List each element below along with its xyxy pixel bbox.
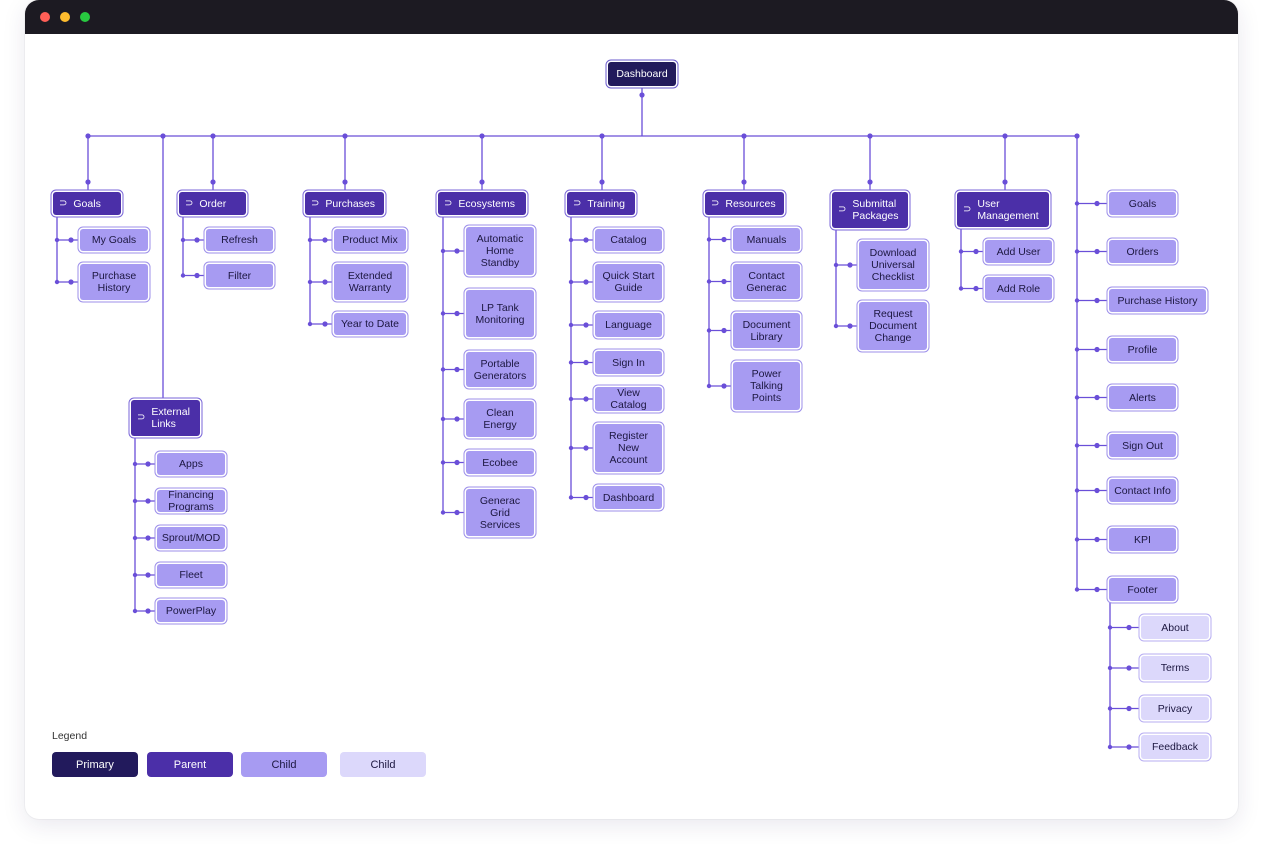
child-product-mix[interactable]: Product Mix [334, 229, 406, 251]
page-icon: ⊃ [838, 204, 847, 215]
right-child-purchase-history[interactable]: Purchase History [1109, 289, 1206, 312]
right-child-contact-info[interactable]: Contact Info [1109, 479, 1176, 502]
close-dot-icon[interactable] [40, 12, 50, 22]
node-label: Training [587, 197, 625, 210]
child-request-document-change[interactable]: Request Document Change [859, 302, 927, 350]
footer-about[interactable]: About [1141, 616, 1209, 639]
page-icon: ⊃ [185, 197, 194, 209]
child-lp-tank-monitoring[interactable]: LP Tank Monitoring [466, 290, 534, 337]
child-clean-energy[interactable]: Clean Energy [466, 401, 534, 437]
child-portable-generators[interactable]: Portable Generators [466, 352, 534, 387]
child-document-library[interactable]: Document Library [733, 313, 800, 348]
legend-parent: Parent [147, 752, 233, 777]
parent-submittal-packages[interactable]: ⊃ Submittal Packages [832, 192, 908, 228]
title-bar [25, 0, 1238, 34]
child-fleet[interactable]: Fleet [157, 564, 225, 586]
legend-child: Child [241, 752, 327, 777]
child-dashboard[interactable]: Dashboard [595, 486, 662, 509]
node-label: User Management [977, 197, 1039, 222]
child-my-goals[interactable]: My Goals [80, 229, 148, 251]
child-automatic-home-standby[interactable]: Automatic Home Standby [466, 227, 534, 275]
child-purchase-history[interactable]: Purchase History [80, 264, 148, 300]
child-catalog[interactable]: Catalog [595, 229, 662, 251]
node-label: External Links [151, 406, 190, 430]
parent-goals[interactable]: ⊃ Goals [53, 192, 121, 215]
node-label: Order [199, 197, 227, 210]
right-child-footer[interactable]: Footer [1109, 578, 1176, 601]
child-manuals[interactable]: Manuals [733, 228, 800, 251]
right-child-goals[interactable]: Goals [1109, 192, 1176, 215]
legend-child-light: Child [340, 752, 426, 777]
legend-primary: Primary [52, 752, 138, 777]
page-icon: ⊃ [963, 203, 972, 215]
maximize-dot-icon[interactable] [80, 12, 90, 22]
child-sprout-mod[interactable]: Sprout/MOD [157, 527, 225, 549]
child-ecobee[interactable]: Ecobee [466, 451, 534, 474]
right-child-kpi[interactable]: KPI [1109, 528, 1176, 551]
minimize-dot-icon[interactable] [60, 12, 70, 22]
right-child-profile[interactable]: Profile [1109, 338, 1176, 361]
node-label: Goals [73, 197, 101, 210]
child-apps[interactable]: Apps [157, 453, 225, 475]
page-icon: ⊃ [311, 197, 320, 209]
page-icon: ⊃ [59, 197, 68, 209]
child-quick-start-guide[interactable]: Quick Start Guide [595, 264, 662, 300]
parent-order[interactable]: ⊃ Order [179, 192, 246, 215]
child-filter[interactable]: Filter [206, 264, 273, 287]
footer-feedback[interactable]: Feedback [1141, 735, 1209, 759]
right-child-orders[interactable]: Orders [1109, 240, 1176, 263]
child-generac-grid-services[interactable]: Generac Grid Services [466, 489, 534, 536]
child-power-talking-points[interactable]: Power Talking Points [733, 362, 800, 410]
page-icon: ⊃ [137, 412, 146, 423]
child-view-catalog[interactable]: View Catalog [595, 387, 662, 411]
node-label: Ecosystems [458, 197, 515, 210]
footer-privacy[interactable]: Privacy [1141, 697, 1209, 720]
child-language[interactable]: Language [595, 313, 662, 337]
right-child-sign-out[interactable]: Sign Out [1109, 434, 1176, 457]
parent-purchases[interactable]: ⊃ Purchases [305, 192, 384, 215]
child-add-user[interactable]: Add User [985, 240, 1052, 263]
parent-resources[interactable]: ⊃ Resources [705, 192, 784, 215]
node-label: Purchases [325, 197, 375, 210]
child-add-role[interactable]: Add Role [985, 277, 1052, 300]
legend-title: Legend [52, 730, 88, 742]
page-icon: ⊃ [573, 197, 582, 209]
node-label: Resources [725, 197, 776, 210]
child-sign-in[interactable]: Sign In [595, 351, 662, 374]
parent-external-links[interactable]: ⊃ External Links [131, 400, 200, 436]
page-icon: ⊃ [711, 197, 720, 209]
right-child-alerts[interactable]: Alerts [1109, 386, 1176, 409]
footer-terms[interactable]: Terms [1141, 656, 1209, 680]
parent-ecosystems[interactable]: ⊃ Ecosystems [438, 192, 526, 215]
child-year-to-date[interactable]: Year to Date [334, 313, 406, 335]
child-financing-programs[interactable]: Financing Programs [157, 489, 225, 513]
child-refresh[interactable]: Refresh [206, 229, 273, 251]
parent-training[interactable]: ⊃ Training [567, 192, 635, 215]
child-download-universal-checklist[interactable]: Download Universal Checklist [859, 241, 927, 289]
child-contact-generac[interactable]: Contact Generac [733, 264, 800, 299]
node-label: Submittal Packages [852, 198, 899, 222]
child-extended-warranty[interactable]: Extended Warranty [334, 264, 406, 300]
node-dashboard-root[interactable]: Dashboard [608, 62, 676, 86]
parent-user-management[interactable]: ⊃ User Management [957, 192, 1049, 227]
page-icon: ⊃ [444, 197, 453, 209]
child-register-new-account[interactable]: Register New Account [595, 424, 662, 472]
child-powerplay[interactable]: PowerPlay [157, 600, 225, 622]
